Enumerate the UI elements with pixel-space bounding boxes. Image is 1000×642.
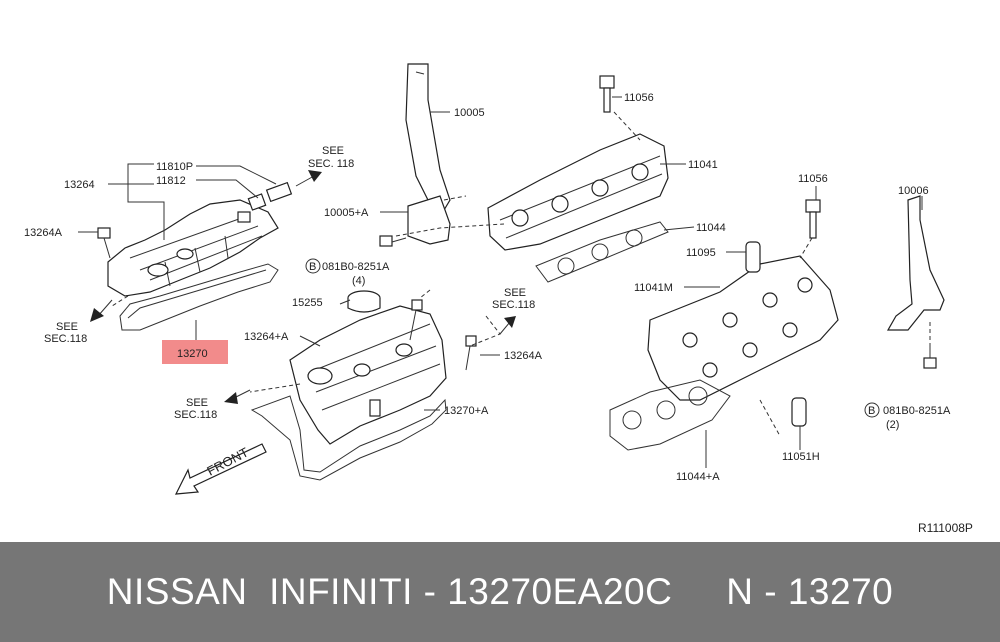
label-bolt-081b0-1: 081B0-8251A (322, 261, 390, 273)
label-sec118-1: SEC. 118 (308, 158, 354, 170)
label-10006: 10006 (898, 185, 929, 197)
label-sec118-4: SEC.118 (174, 409, 217, 421)
oil-filler-cap-15255 (347, 290, 381, 313)
bolt-081b0-left (379, 235, 407, 247)
head-gasket-11044 (535, 221, 669, 283)
label-10005: 10005 (454, 107, 485, 119)
label-sec118-3: SEC.118 (492, 299, 535, 311)
bolt-11056-right (805, 199, 821, 239)
rocker-cover-right-lower (289, 305, 447, 445)
label-11044-plus-a: 11044+A (676, 471, 720, 483)
dashed-guides (111, 111, 931, 437)
label-ref-code: R111008P (918, 521, 973, 535)
label-13270: 13270 (177, 348, 208, 360)
label-11041m: 11041M (634, 282, 673, 294)
label-11041: 11041 (688, 159, 718, 171)
arrow-see-sec-118-1 (295, 170, 322, 187)
bracket-10005 (405, 63, 451, 245)
label-11810p: 11810P (156, 161, 193, 173)
parts-diagram: B B 10005 11056 11041 11810P 11812 13264… (24, 63, 973, 535)
bolt-081b0-right (923, 346, 937, 369)
cylinder-head-11041m (647, 255, 839, 401)
label-sec118-2: SEC.118 (44, 333, 87, 345)
gasket-13270-a (250, 395, 447, 481)
bolt-13264a-right (465, 335, 477, 371)
b-marker-text: B (309, 261, 316, 273)
cylinder-head-11041 (487, 133, 669, 251)
pcv-valve-11810p (247, 181, 293, 211)
label-11056-top: 11056 (624, 92, 654, 104)
arrow-see-sec-118-2 (90, 299, 113, 322)
bolt-13264-plus-a (409, 299, 423, 341)
label-13264: 13264 (64, 179, 95, 191)
arrow-see-sec-118-4 (224, 389, 251, 404)
bracket-10006 (886, 195, 945, 331)
label-15255: 15255 (292, 297, 323, 309)
label-13270-plus-a: 13270+A (444, 405, 489, 417)
rocker-cover-left-upper (107, 199, 279, 297)
label-13264-plus-a: 13264+A (244, 331, 289, 343)
label-11095: 11095 (686, 247, 716, 259)
label-13264a-right: 13264A (504, 350, 543, 362)
label-see-2: SEE (56, 321, 78, 333)
b-marker-text: B (868, 405, 875, 417)
bolt-13264a-left (97, 227, 111, 259)
label-10005-a: 10005+A (324, 207, 369, 219)
label-see-3: SEE (504, 287, 526, 299)
arrow-see-sec-118-3 (499, 316, 516, 335)
label-13264a-left: 13264A (24, 227, 63, 239)
label-11044: 11044 (696, 222, 726, 234)
plug-11051h (791, 397, 807, 427)
label-bolt-081b0-2: 081B0-8251A (883, 405, 951, 417)
part-number-footer: NISSAN INFINITI - 13270EA20C N - 13270 (0, 542, 1000, 642)
dowel-11095 (745, 241, 761, 273)
gasket-13270 (119, 263, 279, 331)
leader-lines (78, 96, 923, 468)
label-11051h: 11051H (782, 451, 820, 463)
label-see-4: SEE (186, 397, 208, 409)
bolt-11056-top (599, 75, 615, 113)
b-marker-1: B (305, 258, 321, 274)
b-marker-2: B (864, 402, 880, 418)
label-see-1: SEE (322, 145, 344, 157)
label-11056-right: 11056 (798, 173, 828, 185)
front-arrow-icon (174, 443, 267, 495)
highlight-13270 (162, 340, 228, 364)
label-bolt-qty-1: (4) (352, 275, 365, 287)
label-11812: 11812 (156, 175, 186, 187)
head-gasket-11044-a (609, 379, 731, 451)
label-bolt-qty-2: (2) (886, 419, 899, 431)
